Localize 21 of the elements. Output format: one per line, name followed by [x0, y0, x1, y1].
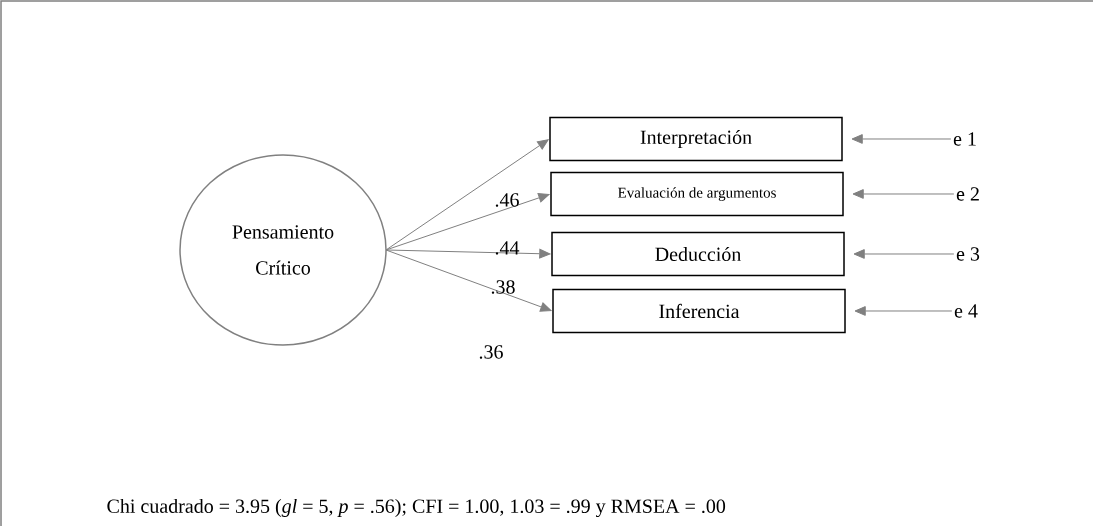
error-term-label: e 4	[954, 304, 978, 318]
arrow	[385, 193, 550, 251]
path-coefficient: .46	[495, 193, 519, 207]
arrow	[385, 248, 551, 259]
indicator-box: Deducción	[551, 231, 845, 277]
indicator-box: Interpretación	[549, 116, 843, 162]
path-coefficient: .38	[491, 280, 515, 294]
fit-statistics-caption: Chi cuadrado = 3.95 (gl = 5, p = .56); CFI = 1.00, 1.03 = .99 y RMSEA = .00	[107, 498, 726, 518]
arrow	[385, 249, 552, 312]
indicator-box: Inferencia	[552, 288, 846, 334]
error-term-label: e 1	[953, 132, 976, 146]
indicator-box: Evaluación de argumentos	[550, 171, 844, 217]
error-term-label: e 2	[956, 187, 979, 201]
arrow	[854, 306, 953, 316]
arrow	[852, 189, 955, 199]
error-term-label: e 3	[956, 247, 980, 261]
path-coefficient: .44	[495, 241, 520, 255]
arrow	[851, 134, 952, 144]
path-coefficient: .36	[479, 345, 503, 359]
arrow	[853, 249, 955, 259]
arrow	[385, 139, 549, 251]
